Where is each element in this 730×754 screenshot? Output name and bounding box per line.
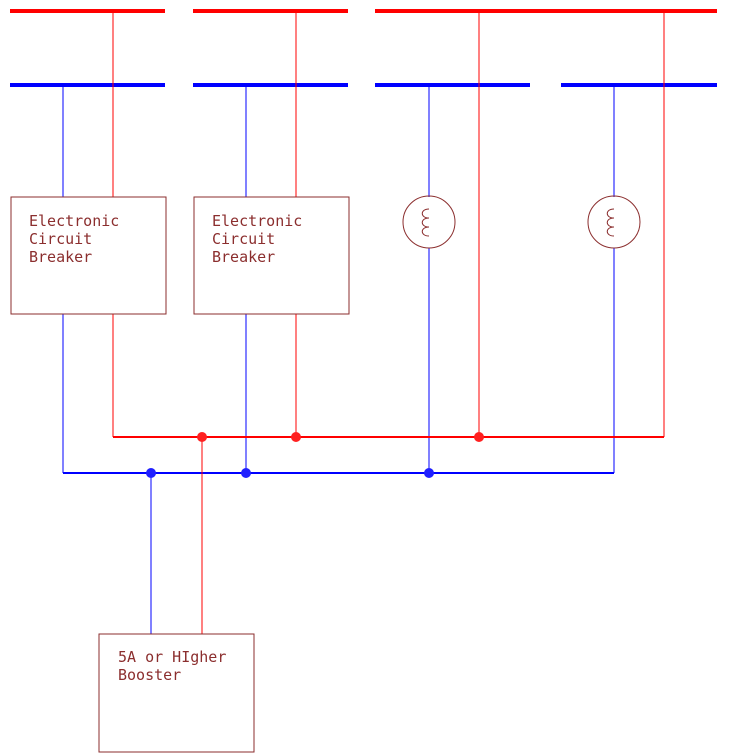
breaker-2-label: Electronic Circuit Breaker (212, 212, 311, 266)
red-junction-dot (291, 432, 301, 442)
breaker-box-1 (10, 196, 167, 315)
booster-box (98, 633, 255, 753)
lamp-icon (587, 195, 641, 249)
red-junction-dot (474, 432, 484, 442)
breaker-box-2 (193, 196, 350, 315)
breaker-1-label: Electronic Circuit Breaker (29, 212, 128, 266)
blue-junction-dot (424, 468, 434, 478)
lamp-icon (402, 195, 456, 249)
blue-junction-dot (146, 468, 156, 478)
booster-label: 5A or HIgher Booster (118, 648, 235, 684)
blue-junction-dot (241, 468, 251, 478)
red-junction-dot (197, 432, 207, 442)
